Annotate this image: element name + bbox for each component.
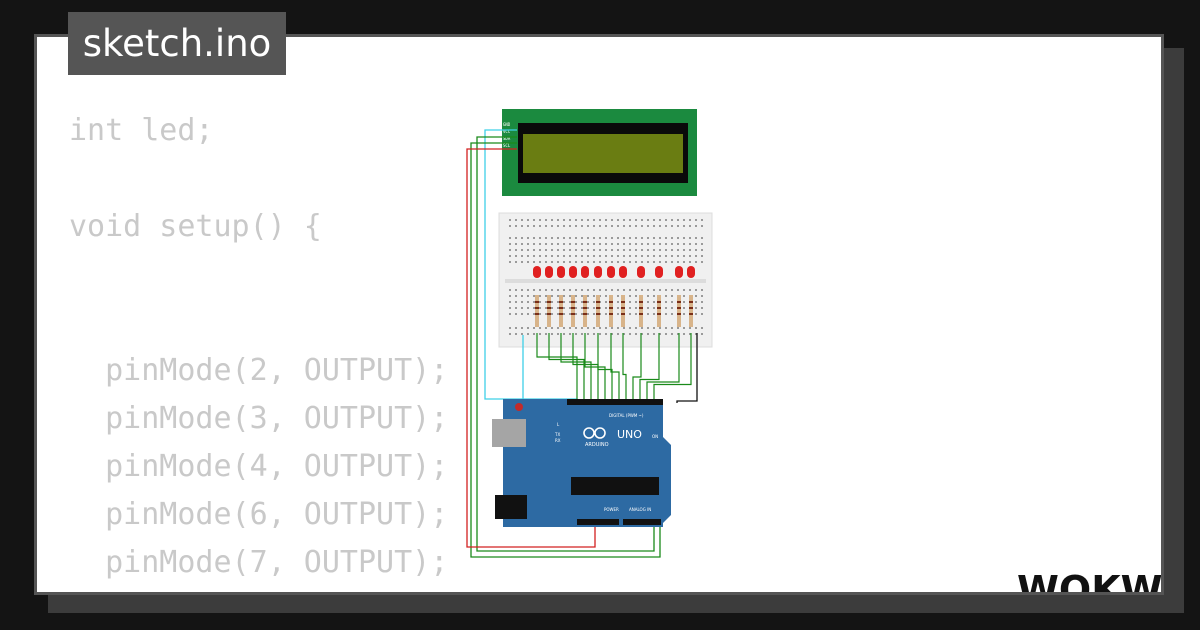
breadboard — [498, 212, 713, 348]
led-wire — [632, 333, 642, 403]
led — [655, 266, 663, 278]
rx-led-label: RX — [555, 438, 561, 443]
led-wire — [584, 333, 606, 403]
lcd-pin-scl: SCL — [503, 143, 511, 148]
led — [557, 266, 565, 278]
digital-header-label: DIGITAL (PWM ~) — [609, 413, 644, 418]
code-line: void setup() { — [69, 209, 322, 244]
circuit-diagram: GND VCC SDA SCL — [466, 109, 713, 558]
arduino-logo — [583, 427, 606, 439]
resistor — [639, 295, 643, 327]
led — [687, 266, 695, 278]
led-wire — [536, 333, 578, 403]
led — [581, 266, 589, 278]
led-wire — [622, 333, 627, 403]
preview-card: int led; void setup() { pinMode(2, OUTPUT… — [34, 34, 1164, 595]
led — [675, 266, 683, 278]
sketch-filename-tab: sketch.ino — [68, 12, 286, 75]
resistor — [535, 295, 539, 327]
code-preview: int led; void setup() { pinMode(2, OUTPUT… — [69, 107, 449, 592]
led — [619, 266, 627, 278]
resistor — [657, 295, 661, 327]
leds — [533, 266, 695, 278]
resistor — [571, 295, 575, 327]
led — [594, 266, 602, 278]
wire-lcd-to-board — [466, 148, 596, 548]
microcontroller-chip — [571, 477, 659, 495]
analog-header-label: ANALOG IN — [629, 507, 651, 512]
code-line: pinMode(7, OUTPUT); — [69, 545, 449, 580]
wire-lcd-to-board — [470, 142, 661, 558]
resistor — [596, 295, 600, 327]
led-wire — [653, 333, 692, 403]
wires — [466, 129, 698, 558]
lcd-pin-vcc: VCC — [503, 129, 511, 134]
wire-breadboard-to-board — [676, 333, 698, 403]
resistor — [689, 295, 693, 327]
code-line: pinMode(3, OUTPUT); — [69, 401, 449, 436]
breadboard-channel — [505, 279, 706, 283]
code-line: pinMode(6, OUTPUT); — [69, 497, 449, 532]
led-wire — [597, 333, 613, 403]
usb-connector — [492, 419, 526, 447]
tx-led-label: TX — [554, 432, 560, 437]
wokwi-logo-text: WOKWi — [1017, 568, 1164, 595]
code-line: int led; — [69, 113, 214, 148]
on-led-label: ON — [652, 434, 658, 439]
wokwi-logo: WOKWi — [1017, 568, 1164, 595]
lcd-pin-gnd: GND — [503, 122, 511, 127]
led-wire — [560, 333, 592, 403]
led-wire — [548, 333, 585, 403]
board-model-label: UNO — [617, 428, 642, 441]
resistor — [677, 295, 681, 327]
resistor — [559, 295, 563, 327]
led — [545, 266, 553, 278]
led — [569, 266, 577, 278]
resistor — [547, 295, 551, 327]
led — [637, 266, 645, 278]
led-wires — [536, 333, 692, 403]
code-line: pinMode(4, OUTPUT); — [69, 449, 449, 484]
power-header — [577, 519, 619, 525]
arduino-uno-board: UNO ARDUINO DIGITAL (PWM ~) POWER ANALOG… — [492, 399, 671, 527]
resistors — [535, 295, 693, 327]
led — [533, 266, 541, 278]
lcd-pin-labels: GND VCC SDA SCL — [503, 122, 511, 148]
wire-lcd-to-board — [476, 136, 655, 552]
led-wire — [639, 333, 660, 403]
board-brand-label: ARDUINO — [585, 442, 609, 448]
lcd-pin-sda: SDA — [503, 136, 511, 141]
power-jack — [495, 495, 527, 519]
resistor — [621, 295, 625, 327]
reset-button — [515, 403, 523, 411]
analog-header — [623, 519, 661, 525]
code-line: pinMode(2, OUTPUT); — [69, 353, 449, 388]
lcd-screen — [523, 134, 683, 173]
resistor — [609, 295, 613, 327]
led — [607, 266, 615, 278]
led-wire — [610, 333, 620, 403]
led-wire — [646, 333, 680, 403]
power-header-label: POWER — [604, 507, 619, 512]
digital-header — [567, 399, 663, 405]
resistor — [583, 295, 587, 327]
lcd-display: GND VCC SDA SCL — [502, 109, 697, 196]
l-led-label: L — [557, 422, 560, 427]
